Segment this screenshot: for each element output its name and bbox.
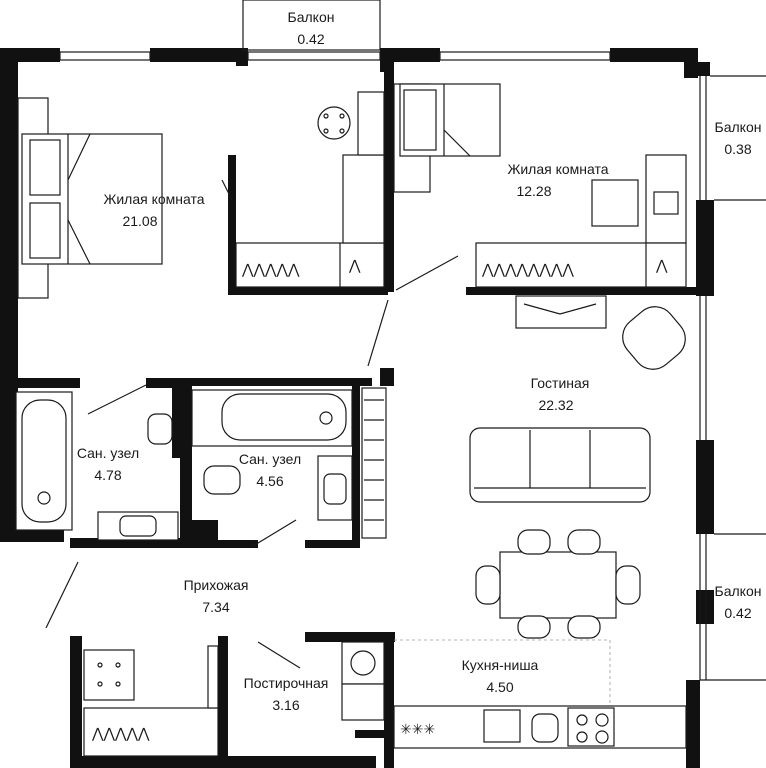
toilet-icon: [147, 413, 241, 495]
bathtub-icon: [191, 389, 353, 447]
kitchen-zone-border: [394, 639, 611, 706]
bedroom-main-area: 21.08: [122, 213, 157, 229]
stove-icon: ✳✳✳: [393, 705, 687, 749]
hallway-area: 7.34: [202, 599, 229, 615]
wardrobe-icon: ⋀⋀⋀⋀⋀ ⋀: [235, 91, 385, 288]
svg-text:✳✳✳: ✳✳✳: [400, 721, 435, 737]
bathtub-icon: [15, 391, 73, 531]
bed-icon: [393, 83, 501, 193]
hallway-name: Прихожая: [184, 577, 249, 593]
wardrobe-icon: ⋀⋀⋀⋀⋀⋀⋀⋀ ⋀: [475, 242, 687, 288]
laundry-name: Постирочная: [244, 675, 329, 691]
kitchen-niche-name: Кухня-ниша: [462, 657, 539, 673]
balcony-top: [242, 0, 381, 51]
armchair-icon: [622, 306, 686, 370]
radiator-icon: [361, 387, 387, 539]
balcony-right-bottom-name: Балкон: [715, 583, 762, 599]
interior-walls: [0, 62, 698, 768]
bathroom-left-area: 4.78: [94, 467, 121, 483]
svg-text:⋀⋀⋀⋀⋀: ⋀⋀⋀⋀⋀: [91, 725, 150, 741]
dining-table-icon: [475, 529, 641, 639]
sink-icon: [97, 455, 353, 541]
kitchen-niche-area: 4.50: [486, 679, 513, 695]
washing-machine-icon: [341, 641, 385, 721]
windows: [59, 51, 707, 680]
laundry-area: 3.16: [272, 697, 299, 713]
balcony-right-top: [710, 75, 766, 201]
balcony-top-area: 0.42: [297, 31, 324, 47]
balcony-right-bottom: [700, 533, 766, 681]
sofa-icon: [469, 427, 651, 503]
living-room-name: Гостиная: [531, 375, 590, 391]
chair-icon: [317, 106, 351, 140]
balcony-right-top-area: 0.38: [724, 141, 751, 157]
balcony-right-bottom-area: 0.42: [724, 605, 751, 621]
bathroom-left-name: Сан. узел: [77, 445, 139, 461]
room-labels: Балкон 0.42 Жилая комната 21.08 Жилая ко…: [77, 9, 762, 713]
wardrobe-icon: ⋀⋀⋀⋀⋀: [83, 645, 219, 757]
bathroom-center-area: 4.56: [256, 473, 283, 489]
exterior-walls: [0, 48, 714, 768]
bedroom-second-name: Жилая комната: [507, 161, 608, 177]
bedroom-second-area: 12.28: [516, 183, 551, 199]
svg-text:⋀⋀⋀⋀⋀: ⋀⋀⋀⋀⋀: [241, 261, 300, 277]
bathroom-center-name: Сан. узел: [239, 451, 301, 467]
living-room-area: 22.32: [538, 397, 573, 413]
balcony-top-name: Балкон: [288, 9, 335, 25]
bedroom-main-name: Жилая комната: [103, 191, 204, 207]
desk-icon: [591, 154, 687, 244]
svg-text:⋀⋀⋀⋀⋀⋀⋀⋀: ⋀⋀⋀⋀⋀⋀⋀⋀: [481, 261, 574, 277]
door-icon: [45, 179, 459, 669]
bed-icon: [17, 97, 163, 299]
svg-text:⋀: ⋀: [655, 257, 668, 273]
svg-text:⋀: ⋀: [348, 257, 361, 273]
tv-stand-icon: [515, 295, 607, 329]
balcony-right-top-name: Балкон: [715, 119, 762, 135]
